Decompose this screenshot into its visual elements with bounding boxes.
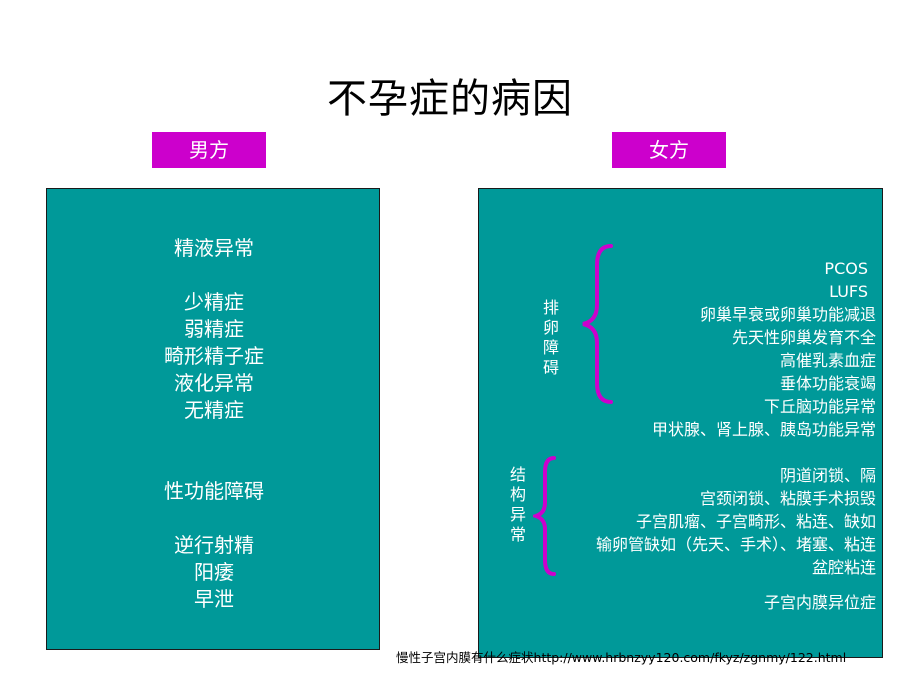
female-tag: 女方: [612, 132, 726, 168]
list-item: 甲状腺、肾上腺、胰岛功能异常: [651, 420, 876, 439]
sexual-dysfunction-group: 性功能障碍: [47, 478, 381, 505]
list-item: LUFS: [829, 282, 868, 301]
list-item: 高催乳素血症: [779, 351, 876, 370]
list-item: 输卵管缺如（先天、手术）、堵塞、粘连: [595, 535, 876, 554]
list-item: 阴道闭锁、隔: [779, 466, 876, 485]
ovulation-brace-icon: [582, 244, 613, 404]
footer-url: http://www.hrbnzyy120.com/fkyz/zgnmy/122…: [533, 650, 847, 665]
female-panel: 排 卵 障 碍 PCOS LUFS 卵巢早衰或卵巢功能减退 先天性卵巢发育不全 …: [478, 188, 883, 658]
list-item: 卵巢早衰或卵巢功能减退: [699, 305, 876, 324]
list-item: 少精症: [184, 290, 244, 314]
list-item: 逆行射精: [174, 533, 254, 557]
list-item: 液化异常: [174, 371, 254, 395]
list-item: 弱精症: [184, 317, 244, 341]
sexual-dysfunction-subtypes-group: 逆行射精 阳痿 早泄: [47, 532, 381, 613]
structure-items: 阴道闭锁、隔 宫颈闭锁、粘膜手术损毁 子宫肌瘤、子宫畸形、粘连、缺如 输卵管缺如…: [596, 464, 876, 579]
slide-title: 不孕症的病因: [327, 76, 573, 122]
structural-abnormality-label: 结 构 异 常: [509, 465, 526, 544]
male-panel: 精液异常 少精症 弱精症 畸形精子症 液化异常 无精症 性功能障碍 逆行射精 阳…: [46, 188, 380, 650]
list-item: 子宫内膜异位症: [763, 593, 876, 612]
list-item: 先天性卵巢发育不全: [731, 328, 876, 347]
list-item: 子宫肌瘤、子宫畸形、粘连、缺如: [635, 512, 876, 531]
list-item: 阳痿: [194, 560, 234, 584]
list-item: 精液异常: [174, 236, 254, 260]
list-item: 盆腔粘连: [811, 558, 876, 577]
male-tag: 男方: [152, 132, 266, 168]
endometriosis-item: 子宫内膜异位症: [764, 591, 876, 614]
semen-abnormal-group: 精液异常: [47, 235, 381, 262]
footer-text: 慢性子宫内膜有什么症状: [396, 650, 534, 665]
list-item: 早泄: [194, 587, 234, 611]
ovulation-disorder-label: 排 卵 障 碍: [542, 298, 559, 377]
semen-subtypes-group: 少精症 弱精症 畸形精子症 液化异常 无精症: [47, 289, 381, 424]
structure-brace-icon: [533, 456, 556, 576]
list-item: 性功能障碍: [164, 479, 264, 503]
list-item: 垂体功能衰竭: [779, 374, 876, 393]
list-item: 下丘脑功能异常: [763, 397, 876, 416]
list-item: PCOS: [824, 259, 868, 278]
list-item: 畸形精子症: [164, 344, 264, 368]
footer-link[interactable]: 慢性子宫内膜有什么症状http://www.hrbnzyy120.com/fky…: [396, 647, 846, 666]
list-item: 宫颈闭锁、粘膜手术损毁: [699, 489, 876, 508]
list-item: 无精症: [184, 398, 244, 422]
ovulation-items: PCOS LUFS 卵巢早衰或卵巢功能减退 先天性卵巢发育不全 高催乳素血症 垂…: [652, 257, 876, 441]
